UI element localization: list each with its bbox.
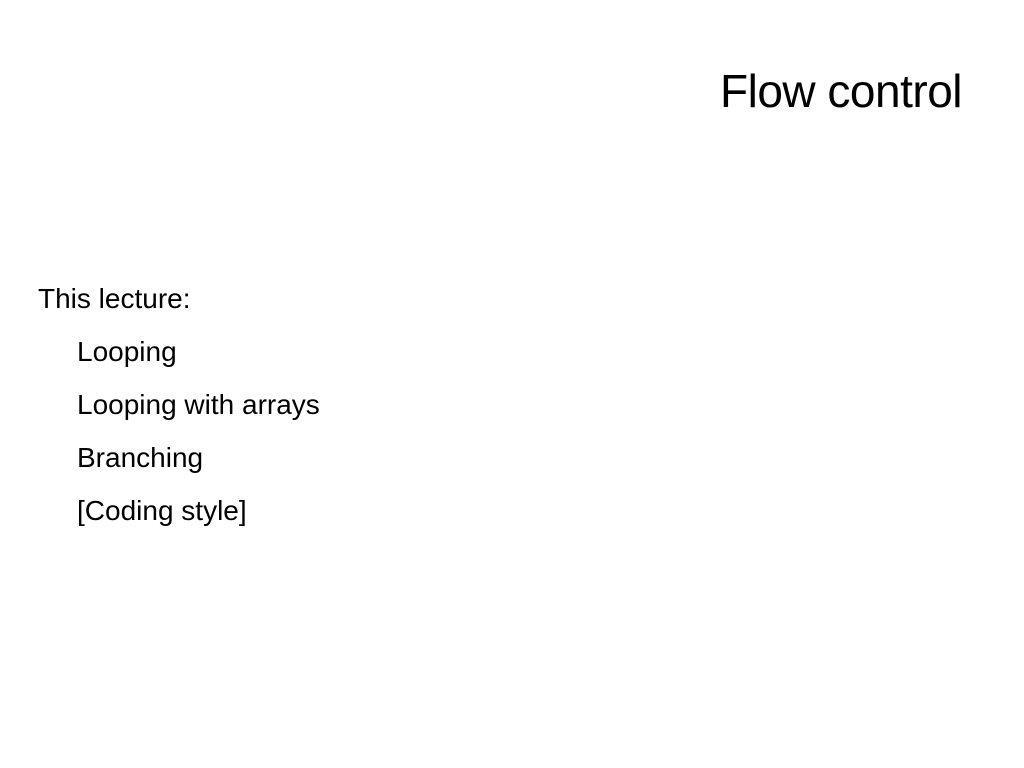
slide-body: This lecture: Looping Looping with array… bbox=[38, 280, 938, 545]
topic-list: Looping Looping with arrays Branching [C… bbox=[38, 333, 938, 530]
topic-item-coding-style: [Coding style] bbox=[77, 495, 247, 526]
lecture-intro: This lecture: bbox=[38, 283, 191, 314]
topic-item-looping: Looping bbox=[77, 336, 177, 367]
slide-title: Flow control bbox=[720, 65, 962, 117]
topic-item-looping-with-arrays: Looping with arrays bbox=[77, 389, 320, 420]
topic-item-branching: Branching bbox=[77, 442, 204, 473]
